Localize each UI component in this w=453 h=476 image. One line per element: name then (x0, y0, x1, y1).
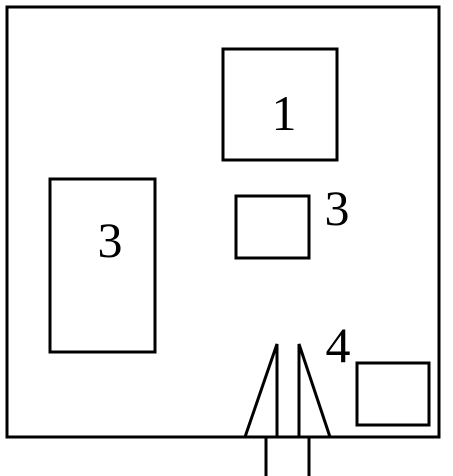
box-3-small (234, 194, 311, 260)
box-3-tall-label: 3 (98, 212, 123, 268)
box-1 (221, 47, 339, 162)
box-3-tall (48, 177, 157, 354)
box-4-small (355, 361, 431, 427)
box-1-label: 1 (272, 85, 297, 141)
box-3-small-label: 3 (325, 180, 350, 236)
outer-boundary (5, 5, 441, 439)
entrance-label: 4 (326, 317, 351, 373)
entrance-wedge-right (297, 343, 332, 438)
entrance-wedge-left (243, 343, 279, 438)
